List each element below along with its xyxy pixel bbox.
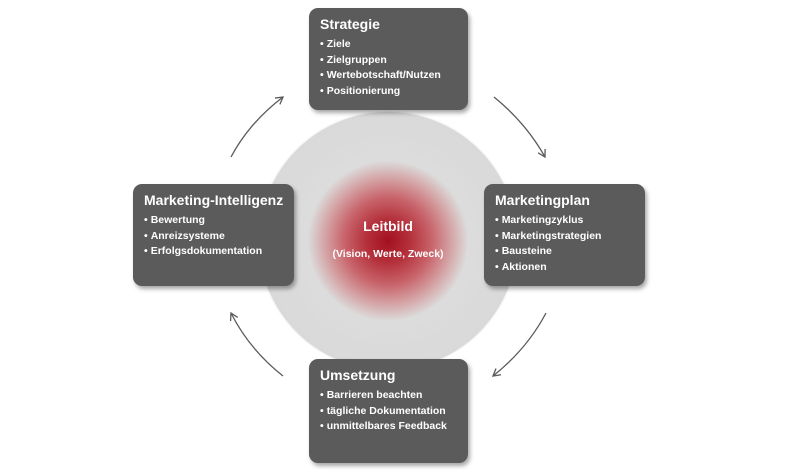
list-item: •Ziele [320, 38, 351, 50]
center-circle [259, 112, 517, 370]
bullet-icon: • [320, 69, 324, 81]
arrow-bottom-right [491, 312, 547, 377]
arrow-bottom-left [229, 311, 284, 377]
bullet-icon: • [144, 229, 148, 242]
box-strategie: Strategie •Ziele •Zielgruppen •Wertebots… [309, 8, 468, 110]
box-title: Marketingplan [495, 192, 590, 208]
list-item: •Erfolgsdokumentation [144, 245, 263, 257]
center-title: Leitbild [363, 218, 413, 234]
box-list: •Marketingzyklus •Marketingstrategien •B… [495, 213, 635, 275]
bullet-icon: • [320, 53, 324, 66]
arrow-top-left [230, 96, 285, 158]
list-item: •Wertebotschaft/Nutzen [320, 69, 441, 81]
arrow-top-right [493, 96, 546, 159]
bullet-icon: • [495, 260, 499, 273]
box-title: Strategie [320, 16, 380, 32]
bullet-icon: • [144, 245, 148, 257]
list-item: •Marketingstrategien [495, 229, 602, 242]
list-item: •Aktionen [495, 260, 547, 273]
box-list: •Bewertung •Anreizsysteme •Erfolgsdokume… [144, 213, 284, 260]
bullet-icon: • [144, 214, 148, 226]
list-item: •Zielgruppen [320, 53, 387, 66]
bullet-icon: • [320, 84, 324, 97]
box-marketing-intelligenz: Marketing-Intelligenz •Bewertung •Anreiz… [133, 184, 294, 286]
bullet-icon: • [320, 389, 324, 401]
list-item: •Barrieren beachten [320, 389, 423, 401]
list-item: •unmittelbares Feedback [320, 420, 447, 432]
box-title: Umsetzung [320, 367, 396, 383]
bullet-icon: • [495, 245, 499, 257]
list-item: •Bewertung [144, 214, 205, 226]
box-umsetzung: Umsetzung •Barrieren beachten •tägliche … [309, 359, 468, 463]
list-item: •Anreizsysteme [144, 229, 225, 242]
bullet-icon: • [320, 38, 324, 50]
box-marketingplan: Marketingplan •Marketingzyklus •Marketin… [484, 184, 645, 286]
list-item: •Positionierung [320, 84, 401, 97]
center-subtitle: (Vision, Werte, Zweck) [332, 248, 444, 260]
box-list: •Barrieren beachten •tägliche Dokumentat… [320, 388, 458, 435]
list-item: •Bausteine [495, 245, 552, 257]
bullet-icon: • [495, 214, 499, 226]
box-title: Marketing-Intelligenz [144, 192, 284, 208]
list-item: •Marketingzyklus [495, 214, 584, 226]
bullet-icon: • [320, 404, 324, 417]
bullet-icon: • [495, 229, 499, 242]
list-item: •tägliche Dokumentation [320, 404, 446, 417]
bullet-icon: • [320, 420, 324, 432]
box-list: •Ziele •Zielgruppen •Wertebotschaft/Nutz… [320, 37, 458, 99]
